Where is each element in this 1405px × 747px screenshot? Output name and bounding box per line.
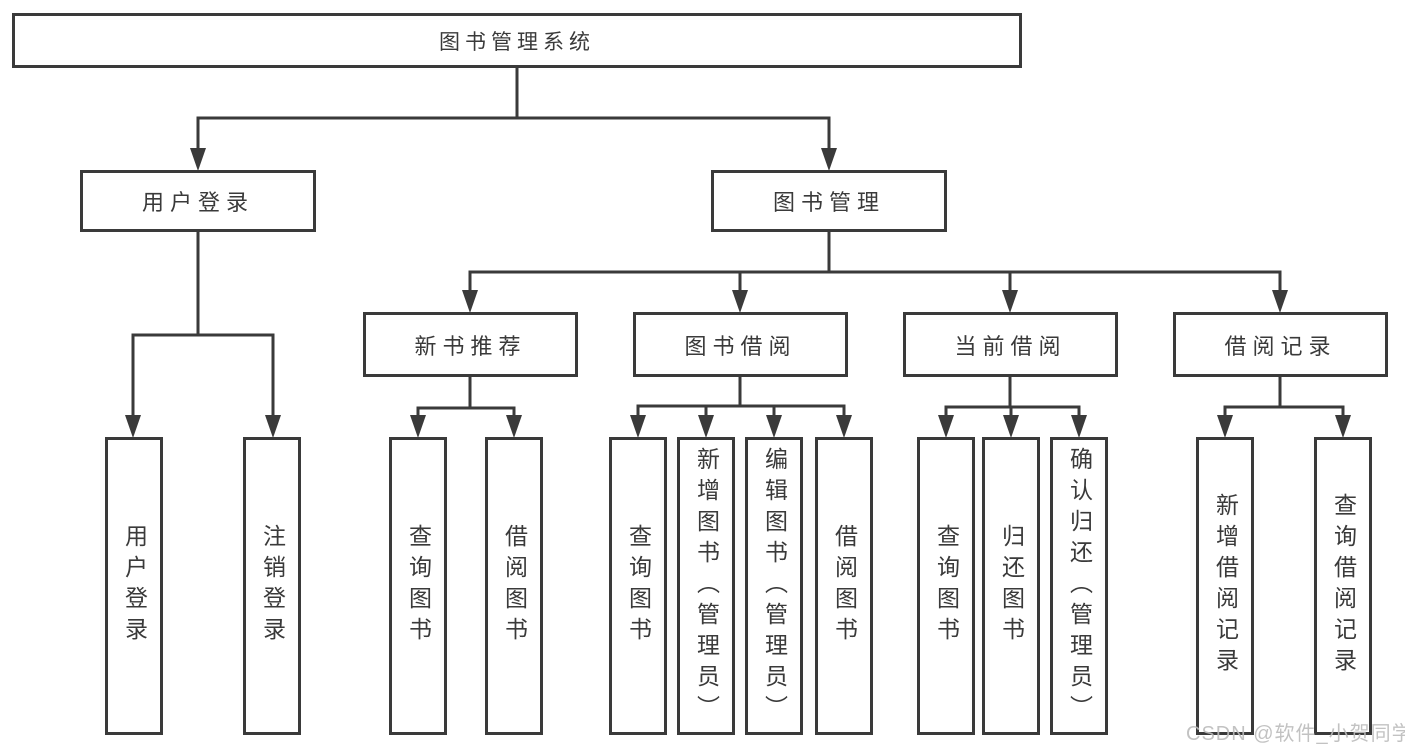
leaf-borrow-edit-books-admin: 编辑图书（管理员）: [745, 437, 803, 735]
arrow-icon: [265, 415, 281, 438]
node-book-management: 图书管理: [711, 170, 947, 232]
node-root: 图书管理系统: [12, 13, 1022, 68]
node-new-book-recommend-label: 新书推荐: [414, 333, 527, 359]
node-new-book-recommend: 新书推荐: [363, 312, 578, 377]
arrow-icon: [821, 148, 837, 171]
leaf-newbook-borrow-books-label: 借阅图书: [501, 524, 528, 648]
arrow-icon: [732, 290, 748, 313]
leaf-logout: 注销登录: [243, 437, 301, 735]
leaf-borrow-add-books-admin: 新增图书（管理员）: [677, 437, 735, 735]
arrow-icon: [125, 415, 141, 438]
connector-book-management-to-level2: [468, 230, 1282, 294]
arrow-icon: [1003, 415, 1019, 438]
arrow-icon: [1217, 415, 1233, 438]
arrow-icon: [766, 415, 782, 438]
leaf-user-login-label: 用户登录: [121, 524, 148, 648]
leaf-logout-label: 注销登录: [259, 524, 286, 648]
arrow-icon: [462, 290, 478, 313]
leaf-records-add-record-label: 新增借阅记录: [1212, 493, 1239, 679]
leaf-user-login: 用户登录: [105, 437, 163, 735]
leaf-current-query-books-label: 查询图书: [933, 524, 960, 648]
arrow-icon: [410, 415, 426, 438]
leaf-newbook-query-books-label: 查询图书: [405, 524, 432, 648]
arrow-icon: [190, 148, 206, 171]
arrow-icon: [1002, 290, 1018, 313]
arrow-icon: [1071, 415, 1087, 438]
leaf-current-return-books: 归还图书: [982, 437, 1040, 735]
leaf-borrow-borrow-books-label: 借阅图书: [831, 524, 858, 648]
node-user-login: 用户登录: [80, 170, 316, 232]
arrow-icon: [630, 415, 646, 438]
node-book-management-label: 图书管理: [772, 190, 885, 215]
node-current-borrow-label: 当前借阅: [954, 333, 1067, 359]
leaf-newbook-borrow-books: 借阅图书: [485, 437, 543, 735]
node-borrow-records: 借阅记录: [1173, 312, 1388, 377]
leaf-current-confirm-return-admin-label: 确认归还（管理员）: [1066, 446, 1093, 726]
leaf-borrow-edit-books-admin-label: 编辑图书（管理员）: [761, 446, 788, 726]
node-book-borrow-label: 图书借阅: [684, 333, 797, 359]
node-book-borrow: 图书借阅: [633, 312, 848, 377]
leaf-current-confirm-return-admin: 确认归还（管理员）: [1050, 437, 1108, 735]
connector-user-login-to-leaves: [131, 230, 275, 419]
connector-root-to-level1: [196, 66, 831, 152]
leaf-borrow-borrow-books: 借阅图书: [815, 437, 873, 735]
arrow-icon: [506, 415, 522, 438]
leaf-borrow-query-books: 查询图书: [609, 437, 667, 735]
arrow-icon: [938, 415, 954, 438]
connector-new-book-to-leaves: [416, 375, 516, 419]
arrow-icon: [836, 415, 852, 438]
leaf-borrow-query-books-label: 查询图书: [625, 524, 652, 648]
leaf-newbook-query-books: 查询图书: [389, 437, 447, 735]
leaf-current-return-books-label: 归还图书: [998, 524, 1025, 648]
node-borrow-records-label: 借阅记录: [1224, 333, 1337, 359]
leaf-current-query-books: 查询图书: [917, 437, 975, 735]
leaf-records-query-record: 查询借阅记录: [1314, 437, 1372, 735]
node-current-borrow: 当前借阅: [903, 312, 1118, 377]
node-user-login-label: 用户登录: [141, 190, 254, 215]
arrowheads: [125, 148, 1351, 438]
arrow-icon: [1335, 415, 1351, 438]
arrow-icon: [698, 415, 714, 438]
connector-borrow-records-to-leaves: [1223, 375, 1345, 419]
node-root-label: 图书管理系统: [439, 30, 595, 54]
arrow-icon: [1272, 290, 1288, 313]
leaf-records-query-record-label: 查询借阅记录: [1330, 493, 1357, 679]
leaf-records-add-record: 新增借阅记录: [1196, 437, 1254, 735]
connector-current-borrow-to-leaves: [944, 375, 1081, 419]
leaf-borrow-add-books-admin-label: 新增图书（管理员）: [693, 446, 720, 726]
watermark: CSDN @软件_小贺同学: [1186, 723, 1405, 745]
connector-book-borrow-to-leaves: [636, 375, 846, 419]
